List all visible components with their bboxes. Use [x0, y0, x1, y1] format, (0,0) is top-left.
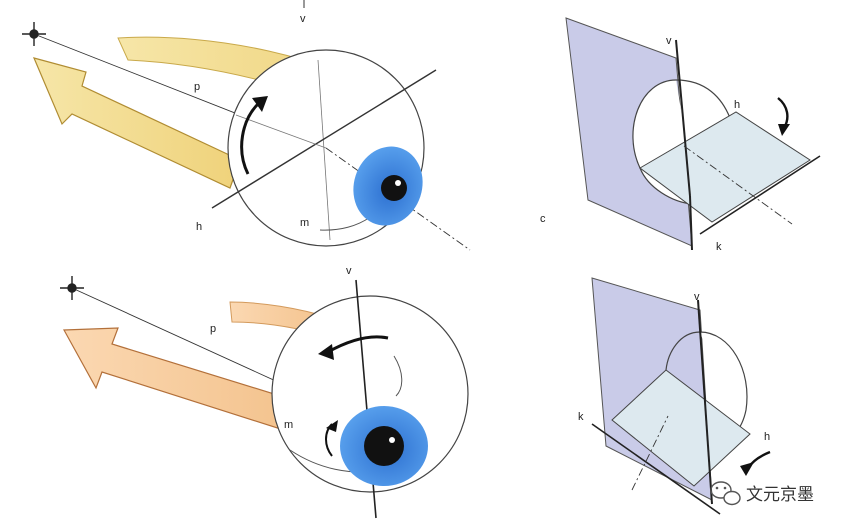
wechat-icon	[710, 481, 741, 506]
watermark: 文元京墨	[710, 481, 814, 506]
watermark-text: 文元京墨	[746, 485, 814, 505]
label-m: m	[300, 217, 309, 229]
panel-top-right: v h k c	[540, 17, 821, 253]
label-h: h	[734, 99, 740, 111]
rotation-arrow-icon	[777, 97, 789, 129]
panel-bottom-right: v h k	[578, 277, 771, 515]
label-v: v	[346, 265, 352, 277]
label-p: p	[194, 81, 200, 93]
label-k: k	[716, 241, 722, 253]
vertical-axis	[317, 59, 331, 241]
label-m: m	[284, 419, 293, 431]
horizontal-plane	[611, 369, 751, 487]
vertical-axis	[697, 299, 713, 505]
optic-axis	[631, 415, 669, 491]
vertical-axis	[675, 39, 691, 197]
horizontal-axis	[591, 423, 721, 515]
horizontal-axis	[699, 155, 821, 235]
panel-bottom-left: v p m	[60, 265, 469, 519]
label-h: h	[196, 221, 202, 233]
optic-axis	[325, 147, 471, 251]
horizontal-axis	[211, 69, 437, 209]
meridian-arc	[393, 355, 403, 397]
fixation-star-icon	[22, 22, 46, 46]
pupil	[364, 426, 404, 466]
panel-top-left: v p h m	[22, 0, 471, 251]
fixation-star-icon	[60, 276, 84, 300]
label-v: v	[666, 35, 672, 47]
label-v: v	[694, 291, 700, 303]
label-c: c	[540, 213, 546, 225]
optic-axis	[683, 145, 793, 225]
rotation-arrow	[63, 327, 301, 433]
horizontal-plane	[639, 111, 811, 223]
horizontal-axis-inner	[235, 114, 327, 149]
rotation-arrow	[32, 57, 241, 189]
label-v: v	[300, 13, 306, 25]
curved-arrow-icon	[327, 335, 389, 354]
curved-arrow-icon	[240, 102, 260, 175]
label-p: p	[210, 323, 216, 335]
pupil	[381, 175, 407, 201]
label-h: h	[764, 431, 770, 443]
label-k: k	[578, 411, 584, 423]
